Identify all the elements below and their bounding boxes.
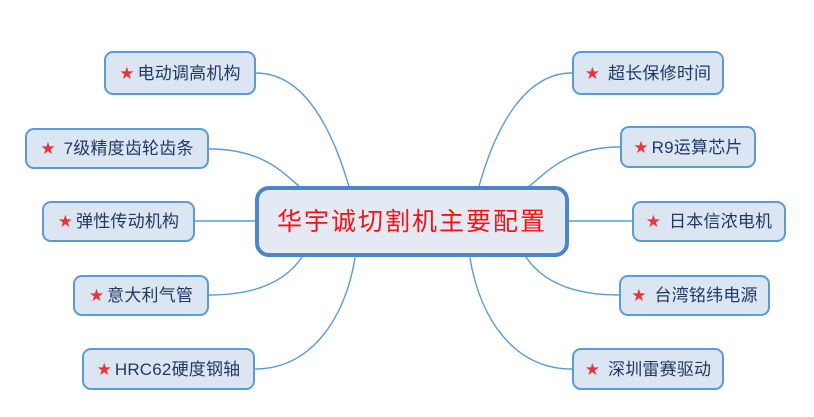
- branch-node-right-4[interactable]: ★ 深圳雷赛驱动: [572, 348, 724, 390]
- branch-node-right-1[interactable]: ★R9运算芯片: [620, 126, 756, 168]
- star-icon: ★: [40, 139, 56, 158]
- branch-node-label: 意大利气管: [107, 286, 194, 305]
- branch-node-right-3[interactable]: ★ 台湾铭纬电源: [619, 275, 770, 316]
- branch-node-left-3[interactable]: ★意大利气管: [73, 275, 209, 316]
- branch-node-label: R9运算芯片: [651, 137, 743, 157]
- branch-node-label: 弹性传动机构: [76, 212, 180, 231]
- branch-node-label: 电动调高机构: [137, 63, 241, 83]
- star-icon: ★: [96, 359, 112, 379]
- star-icon: ★: [631, 286, 647, 305]
- branch-node-right-2[interactable]: ★ 日本信浓电机: [632, 201, 786, 242]
- branch-node-label: 日本信浓电机: [669, 212, 773, 231]
- star-icon: ★: [645, 212, 662, 231]
- center-node[interactable]: 华宇诚切割机主要配置: [255, 186, 569, 257]
- connector-line-5: [477, 72, 573, 191]
- branch-node-label: 7级精度齿轮齿条: [63, 139, 194, 158]
- center-node-label: 华宇诚切割机主要配置: [276, 207, 547, 236]
- connector-line-9: [469, 257, 573, 370]
- star-icon: ★: [584, 359, 601, 379]
- star-icon: ★: [88, 286, 105, 305]
- connector-line-6: [527, 146, 621, 188]
- connector-line-0: [255, 72, 351, 191]
- connector-line-1: [208, 148, 301, 188]
- branch-node-label: HRC62硬度钢轴: [114, 359, 241, 379]
- star-icon: ★: [119, 63, 135, 83]
- star-icon: ★: [57, 212, 74, 231]
- star-icon: ★: [633, 137, 649, 157]
- branch-node-label: 深圳雷赛驱动: [608, 359, 712, 379]
- connector-line-4: [254, 257, 356, 370]
- connector-line-8: [525, 256, 620, 296]
- connector-line-3: [208, 256, 303, 296]
- branch-node-right-0[interactable]: ★ 超长保修时间: [572, 51, 724, 95]
- branch-node-label: 台湾铭纬电源: [654, 286, 758, 305]
- star-icon: ★: [584, 63, 601, 83]
- branch-node-left-1[interactable]: ★ 7级精度齿轮齿条: [25, 128, 209, 169]
- branch-node-left-0[interactable]: ★电动调高机构: [104, 51, 256, 95]
- branch-node-left-2[interactable]: ★弹性传动机构: [42, 201, 195, 242]
- branch-node-label: 超长保修时间: [608, 63, 712, 83]
- branch-node-left-4[interactable]: ★HRC62硬度钢轴: [82, 348, 255, 390]
